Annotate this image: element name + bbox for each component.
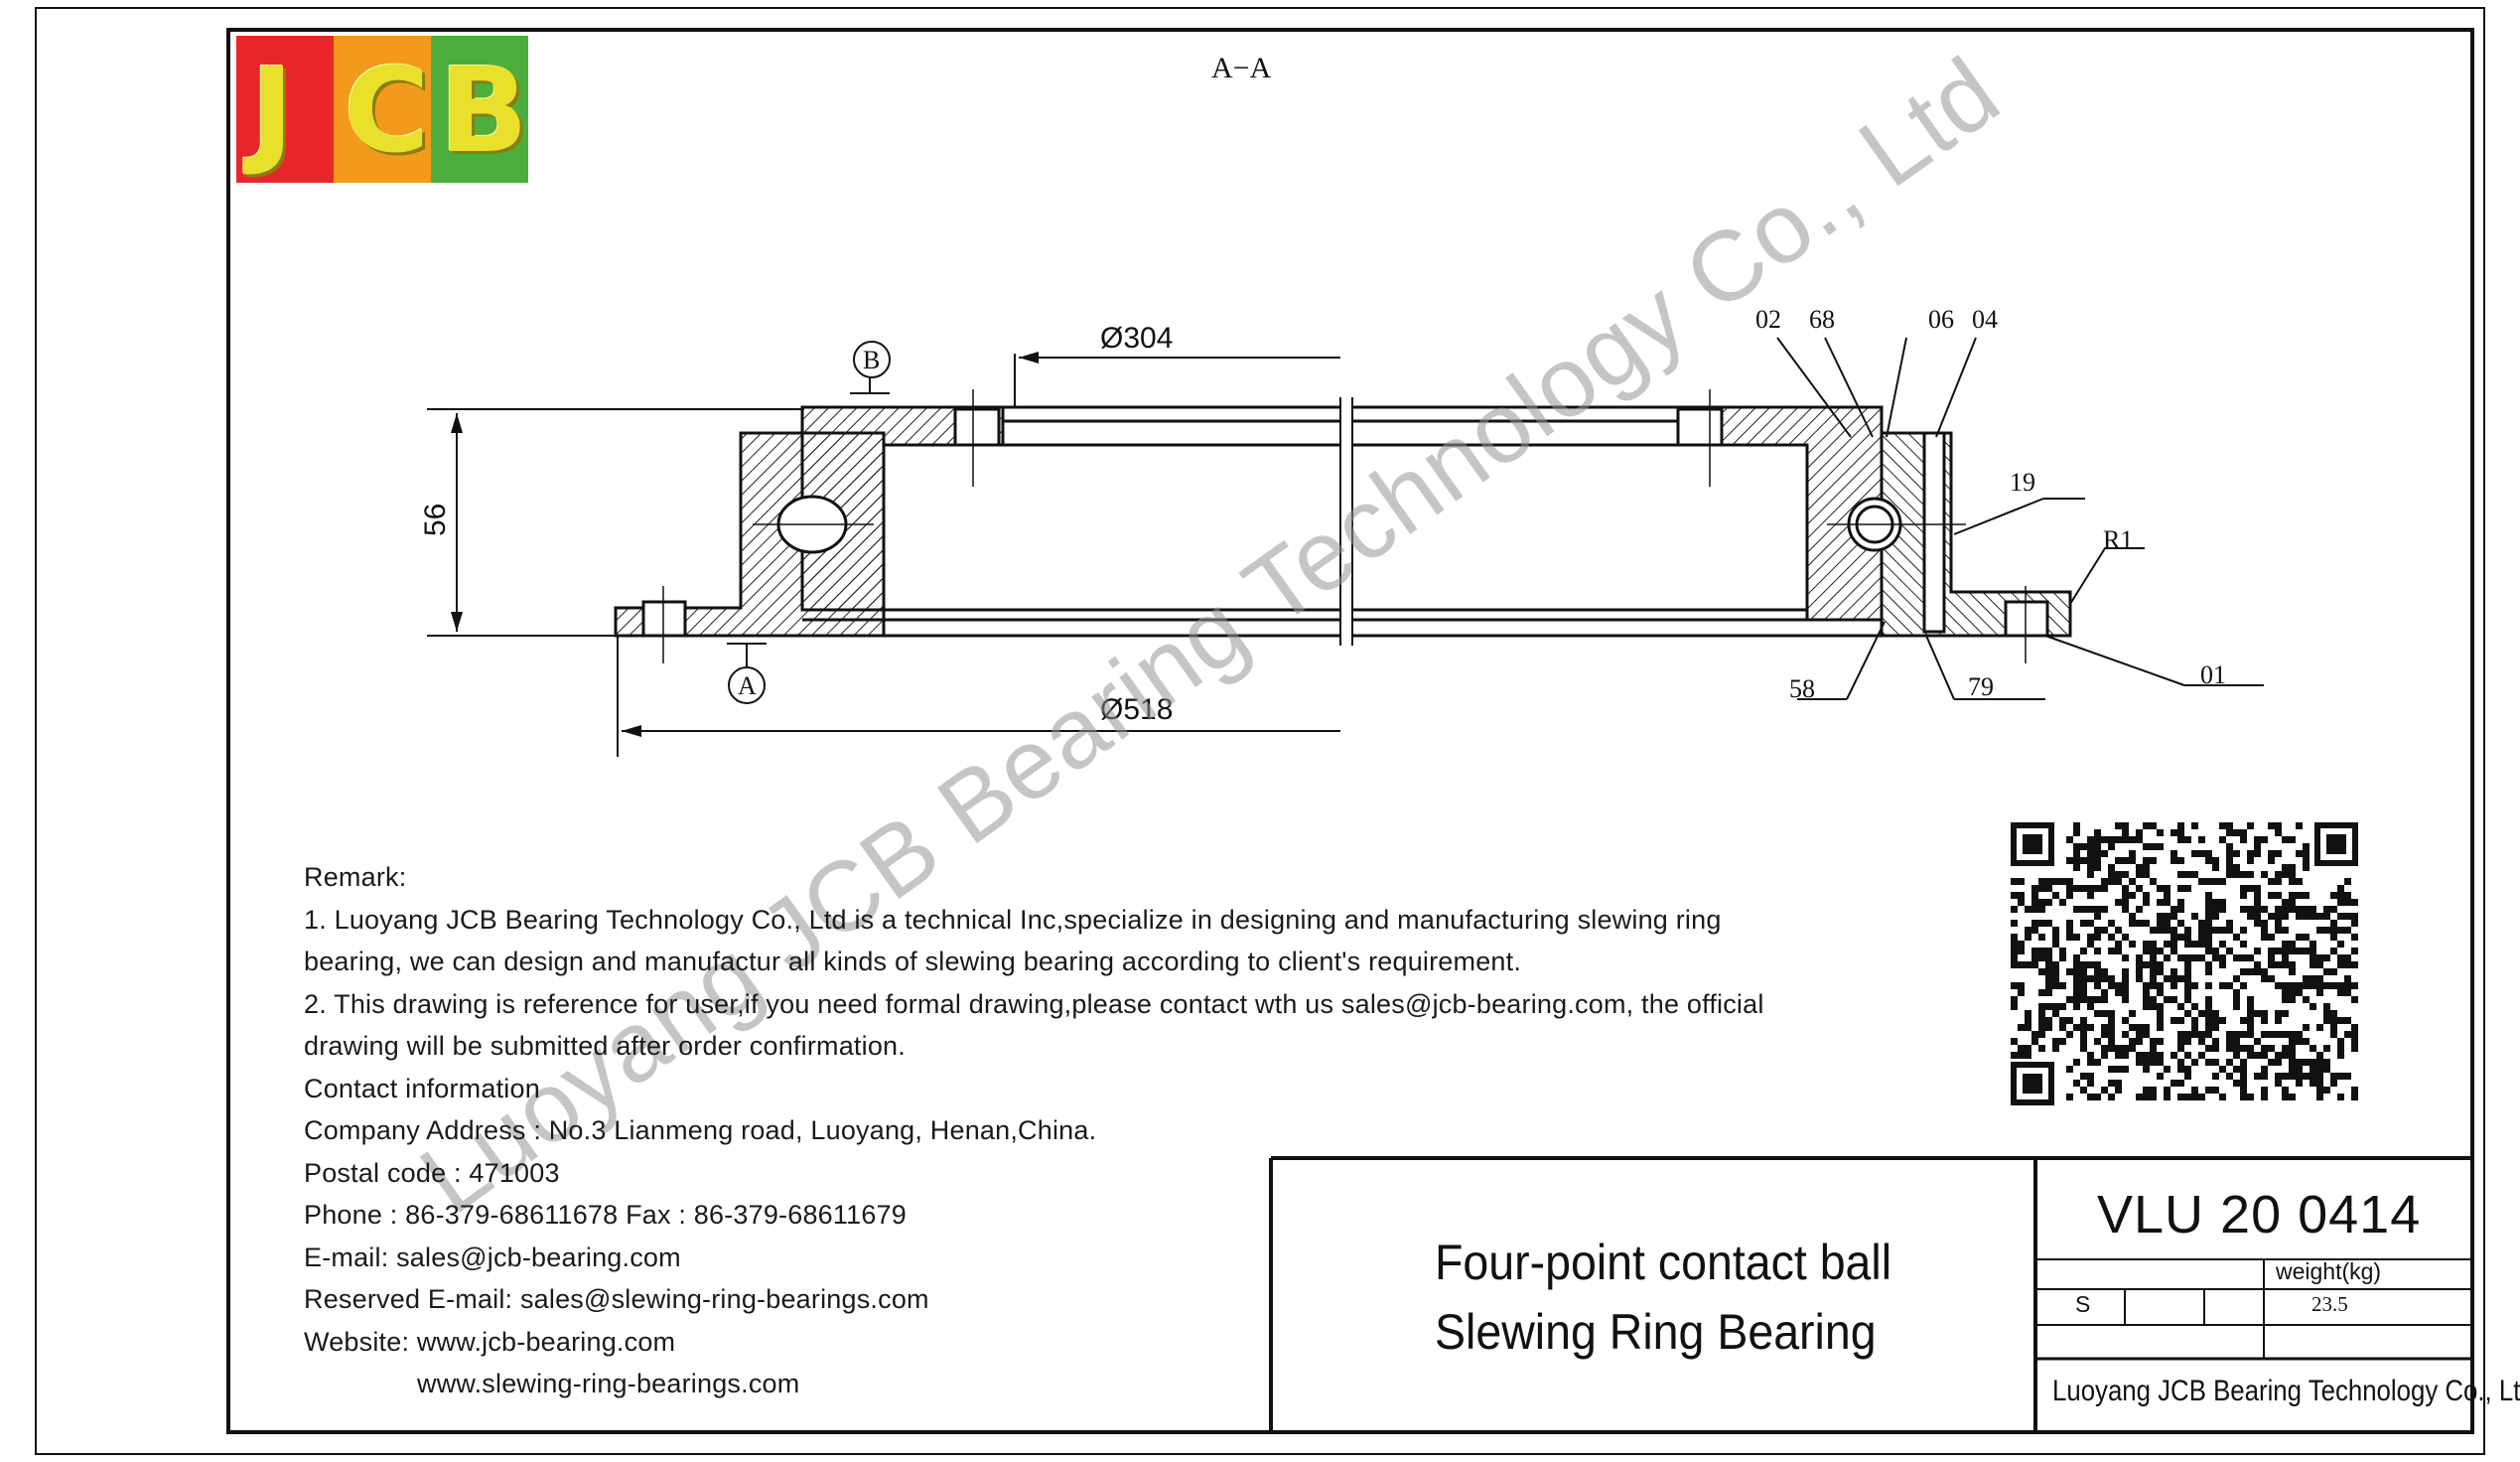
website: Website: www.jcb-bearing.com [304, 1326, 676, 1357]
callout-79: 79 [1968, 672, 1994, 701]
postal-code: Postal code : 471003 [304, 1157, 560, 1188]
qr-code [2011, 822, 2358, 1105]
dim-outer-diameter: Ø518 [1100, 693, 1173, 726]
callout-19: 19 [2010, 468, 2035, 497]
product-name-line-1: Four-point contact ball [1435, 1235, 1892, 1290]
email: E-mail: sales@jcb-bearing.com [304, 1242, 681, 1272]
jcb-logo: J C B [236, 36, 528, 183]
callout-68: 68 [1809, 305, 1835, 334]
callout-r1: R1 [2103, 525, 2133, 554]
callout-02: 02 [1755, 305, 1781, 334]
dim-height: 56 [419, 504, 452, 536]
remark-heading: Remark: [304, 862, 407, 892]
scale-label: S [2075, 1291, 2091, 1317]
remark-line-3: 2. This drawing is reference for user,if… [304, 988, 1764, 1019]
remark-line-2: bearing, we can design and manufactur al… [304, 947, 1522, 976]
company-name-footer: Luoyang JCB Bearing Technology Co., Ltd [2052, 1375, 2520, 1407]
bearing-section [614, 397, 2072, 646]
remark-line-1: 1. Luoyang JCB Bearing Technology Co., L… [304, 904, 1722, 935]
product-name-line-2: Slewing Ring Bearing [1435, 1304, 1877, 1360]
callout-58: 58 [1789, 674, 1815, 703]
datum-a: A [738, 671, 757, 700]
section-label: A−A [1211, 52, 1272, 84]
website-2: www.slewing-ring-bearings.com [417, 1369, 800, 1398]
company-address: Company Address : No.3 Lianmeng road, Lu… [304, 1115, 1097, 1145]
model-number: VLU 20 0414 [2097, 1185, 2422, 1244]
contact-heading: Contact information [304, 1073, 540, 1103]
weight-label: weight(kg) [2276, 1258, 2382, 1284]
callout-01: 01 [2200, 660, 2226, 689]
callout-04: 04 [1972, 305, 1998, 334]
drawing-frame [226, 28, 2474, 1434]
callout-06: 06 [1928, 305, 1954, 334]
phone-fax: Phone : 86-379-68611678 Fax : 86-379-686… [304, 1200, 907, 1230]
dim-inner-diameter: Ø304 [1100, 322, 1173, 355]
weight-value: 23.5 [2311, 1292, 2348, 1316]
outer-border [35, 7, 2485, 1455]
remarks: Remark: 1. Luoyang JCB Bearing Technolog… [304, 856, 1823, 1405]
dimension-lines [427, 337, 2264, 757]
title-block [1269, 1156, 2472, 1432]
datum-b: B [863, 346, 880, 374]
reserved-email: Reserved E-mail: sales@slewing-ring-bear… [304, 1284, 929, 1314]
remark-line-4: drawing will be submitted after order co… [304, 1031, 906, 1061]
